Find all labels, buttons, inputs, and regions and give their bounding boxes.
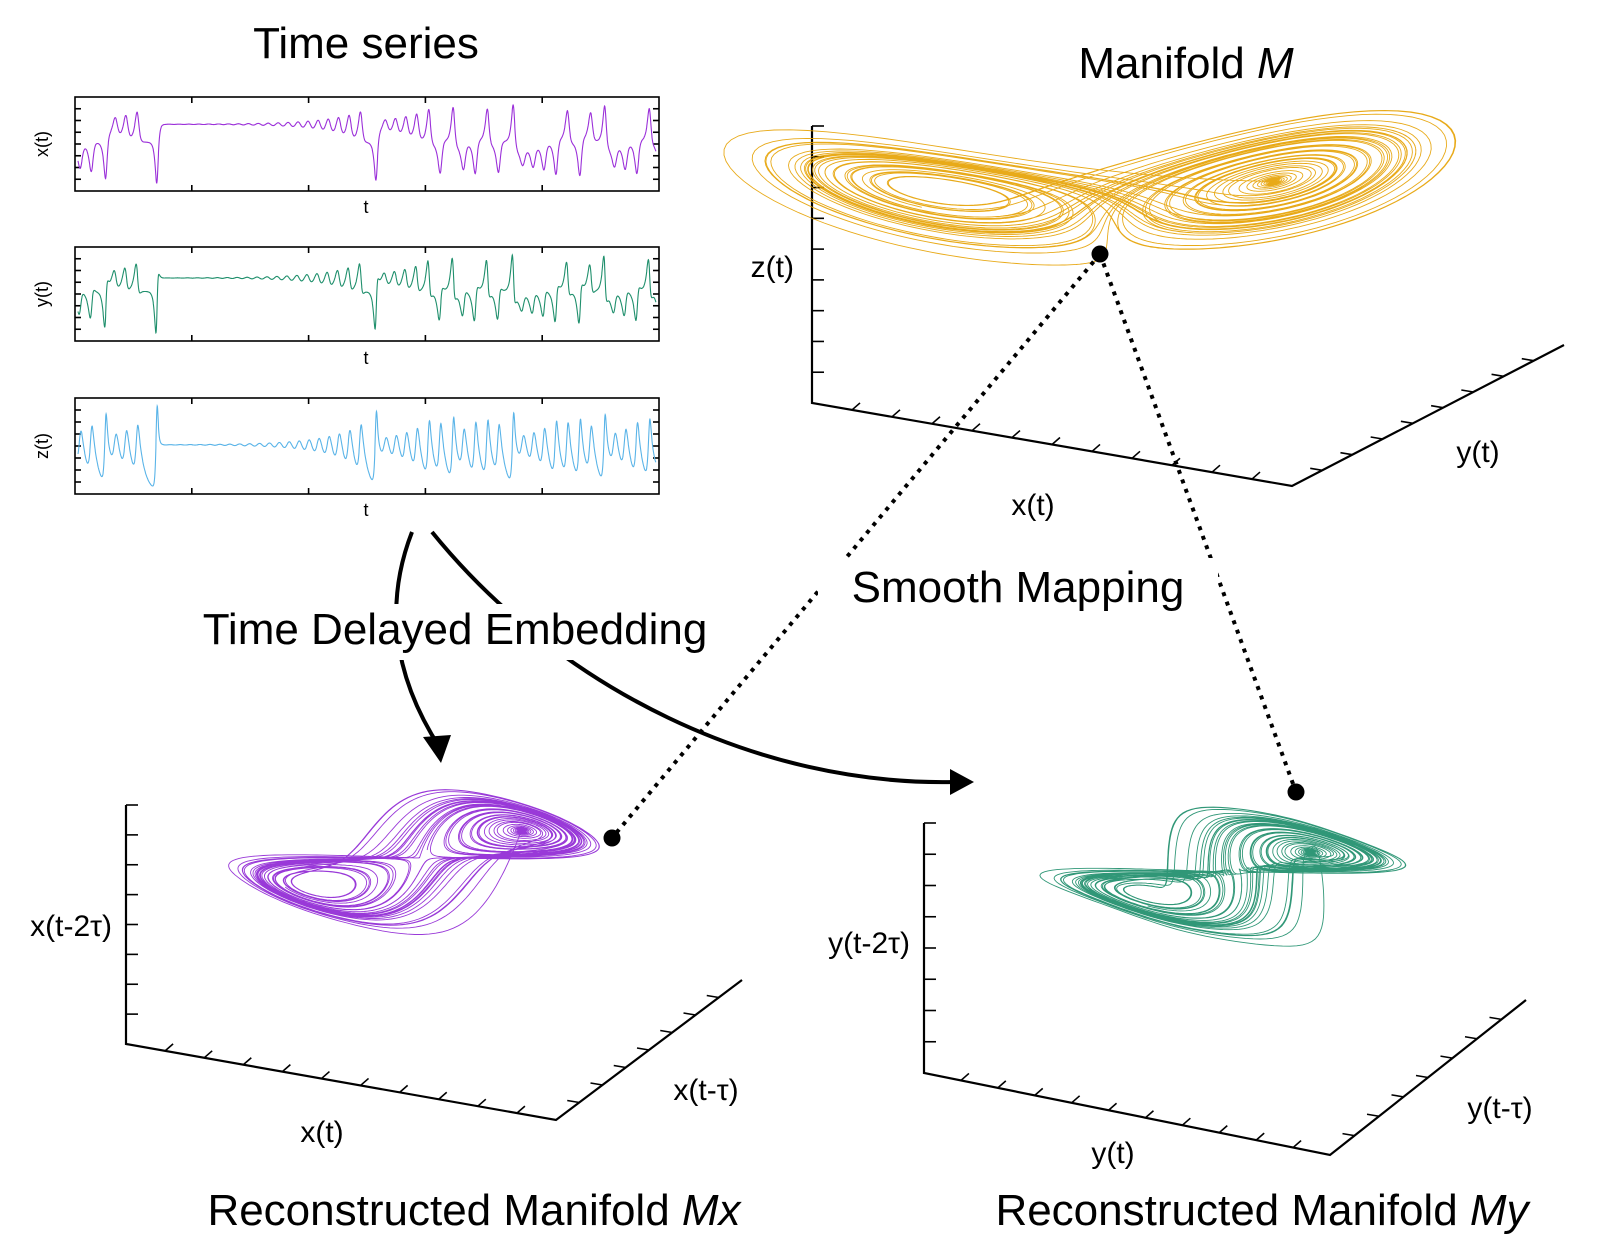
reconstructed-my-caption: Reconstructed Manifold My [995,1186,1531,1235]
smooth-mapping-lines [610,252,1298,840]
manifold-mx-z-label: x(t-2τ) [30,910,112,943]
manifold-mx-attractor [228,789,600,935]
arrow-to-my [430,530,955,785]
manifold-my-axes: y(t-2τ) y(t) y(t-τ) [828,822,1533,1170]
manifold-m-z-label: z(t) [751,251,794,284]
manifold-my-y-label: y(t-τ) [1467,1092,1532,1125]
time-series-x-xlabel: t [363,197,368,217]
time-series-y-xlabel: t [363,348,368,368]
time-series-x-line [77,103,657,184]
manifold-my-attractor [1039,806,1407,947]
time-delayed-embedding-label: Time Delayed Embedding [203,605,708,654]
time-series-panel-z: z(t) t [32,397,660,520]
label-backdrop [818,558,1218,618]
manifold-mx-x-label: x(t) [300,1116,343,1149]
axis-ticks [812,125,1534,480]
manifold-my-z-label: y(t-2τ) [828,927,910,960]
manifold-m-y-label: y(t) [1456,436,1499,469]
manifold-m-axes: z(t) x(t) y(t) [751,125,1565,522]
panel-ticks [75,398,659,494]
manifold-m-x-label: x(t) [1011,489,1054,522]
reconstructed-mx-caption: Reconstructed Manifold Mx [207,1186,742,1235]
panel-ticks [75,247,659,341]
mapping-point-m [1091,245,1109,263]
manifold-mx-y-label: x(t-τ) [673,1074,738,1107]
time-series-z-ylabel: z(t) [32,433,52,459]
manifold-my-x-label: y(t) [1091,1137,1134,1170]
time-series-z-line [77,403,657,487]
mapping-point-my [1287,783,1305,801]
arrow-head-mx [423,735,451,763]
label-backdrop [160,604,750,660]
time-series-x-ylabel: x(t) [32,131,52,157]
time-series-y-ylabel: y(t) [32,281,52,307]
axis-ticks [924,822,1502,1149]
axis-ticks [126,804,719,1114]
manifold-m-attractor [723,109,1457,266]
time-series-panel-x: x(t) t [32,96,660,217]
panel-ticks [75,97,659,191]
mapping-line-to-my [1098,253,1298,793]
arrow-head-my [950,769,974,795]
time-series-panel-y: y(t) t [32,246,660,368]
time-series-y-line [77,253,657,335]
mapping-line-to-mx [610,252,1102,840]
time-series-z-xlabel: t [363,500,368,520]
time-series-title: Time series [253,19,479,68]
manifold-mx-axes: x(t-2τ) x(t) x(t-τ) [30,804,743,1149]
manifold-m-title: Manifold M [1078,39,1294,88]
mapping-point-mx [603,829,621,847]
smooth-mapping-label: Smooth Mapping [852,563,1185,612]
